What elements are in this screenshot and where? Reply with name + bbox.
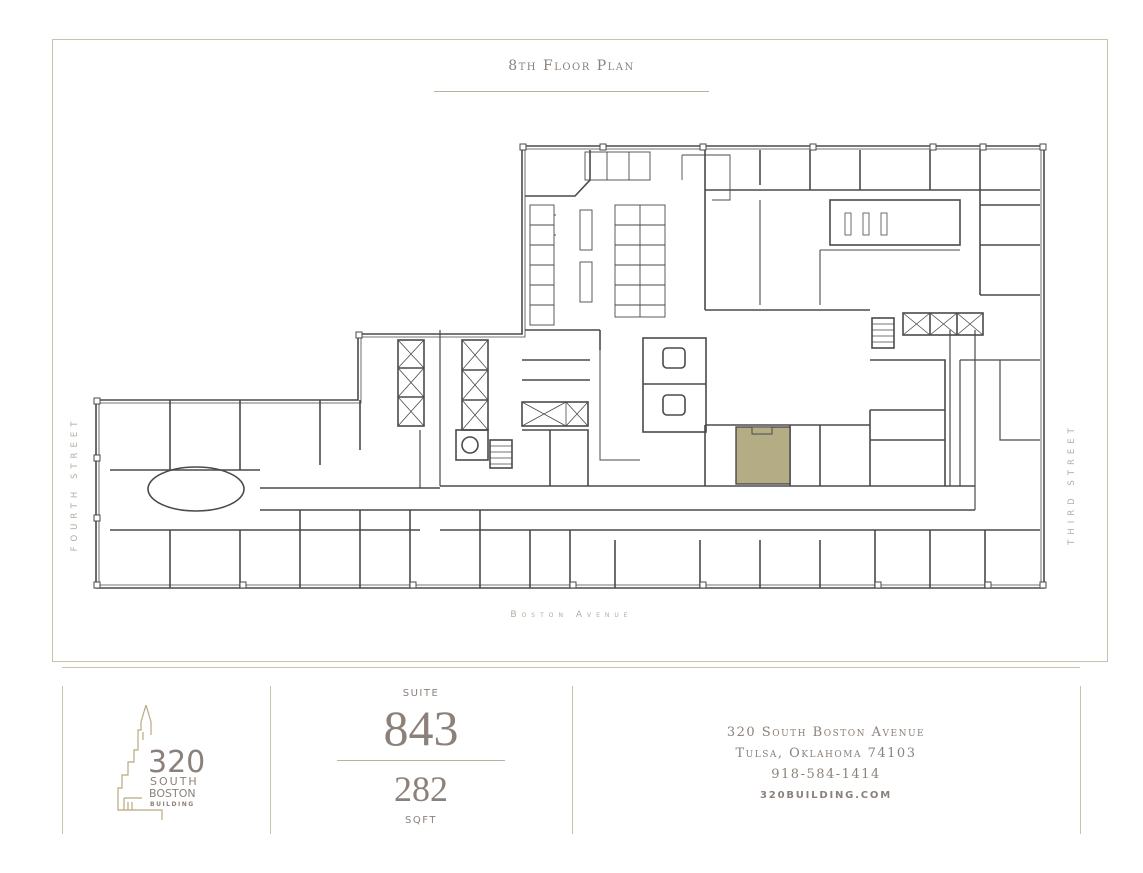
logo-line2: BOSTON bbox=[149, 787, 196, 800]
address-line2: Tulsa, Oklahoma 74103 bbox=[735, 746, 917, 761]
footer-divider-4 bbox=[1080, 686, 1081, 834]
contact-block: 320 South Boston Avenue Tulsa, Oklahoma … bbox=[573, 722, 1079, 806]
logo-line1: SOUTH bbox=[150, 775, 199, 788]
sqft-label: SQFT bbox=[405, 815, 437, 826]
footer-divider bbox=[62, 667, 1080, 668]
logo-line3: BUILDING bbox=[150, 801, 195, 808]
suite-divider bbox=[337, 760, 505, 761]
building-logo: 320 SOUTH BOSTON BUILDING bbox=[117, 704, 205, 820]
footer-divider-2 bbox=[270, 686, 271, 834]
address-line1: 320 South Boston Avenue bbox=[726, 725, 926, 740]
title-divider bbox=[434, 91, 709, 92]
suite-number: 843 bbox=[383, 700, 459, 756]
tower-icon bbox=[117, 704, 163, 820]
sqft-value: 282 bbox=[394, 769, 448, 809]
footer-divider-1 bbox=[62, 686, 63, 834]
suite-label: SUITE bbox=[402, 688, 440, 699]
page-title: 8th Floor Plan bbox=[508, 58, 635, 74]
street-label-third: Third Street bbox=[1067, 423, 1077, 545]
building-outline bbox=[95, 145, 1045, 589]
street-label-boston: Boston Avenue bbox=[510, 610, 633, 620]
plan-frame bbox=[52, 39, 1108, 662]
logo-number: 320 bbox=[148, 745, 205, 780]
suite-843-highlight bbox=[735, 426, 791, 485]
phone-number: 918-584-1414 bbox=[771, 767, 881, 782]
street-label-fourth: Fourth Street bbox=[70, 416, 80, 552]
footer-divider-3 bbox=[572, 686, 573, 834]
website-link[interactable]: 320BUILDING.COM bbox=[760, 790, 892, 801]
